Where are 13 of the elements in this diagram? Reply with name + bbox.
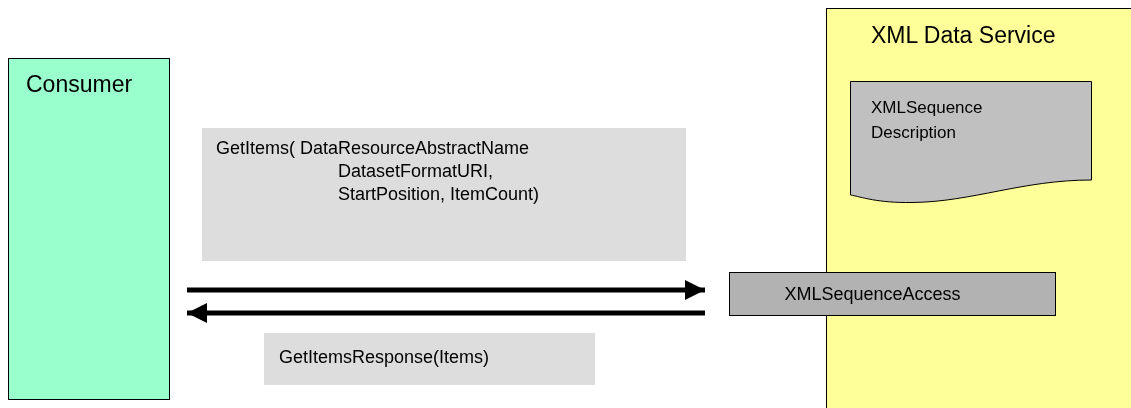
message-label: GetItemsResponse(Items)	[279, 346, 490, 369]
component-box	[729, 272, 1056, 316]
document-shape	[850, 81, 1092, 203]
actor-label: Consumer	[26, 70, 133, 99]
arrow	[187, 280, 705, 300]
arrow	[187, 303, 705, 323]
document-label: XMLSequence Description	[871, 97, 984, 144]
actor-box	[8, 58, 170, 400]
message-box	[202, 128, 686, 261]
component-label: XMLSequenceAccess	[784, 282, 962, 306]
message-label: GetItems( DataResourceAbstractName DatasetFormatURI, StartPosition, ItemCount)	[216, 137, 541, 206]
container-title: XML Data Service	[871, 21, 1056, 50]
message-box	[264, 333, 595, 385]
